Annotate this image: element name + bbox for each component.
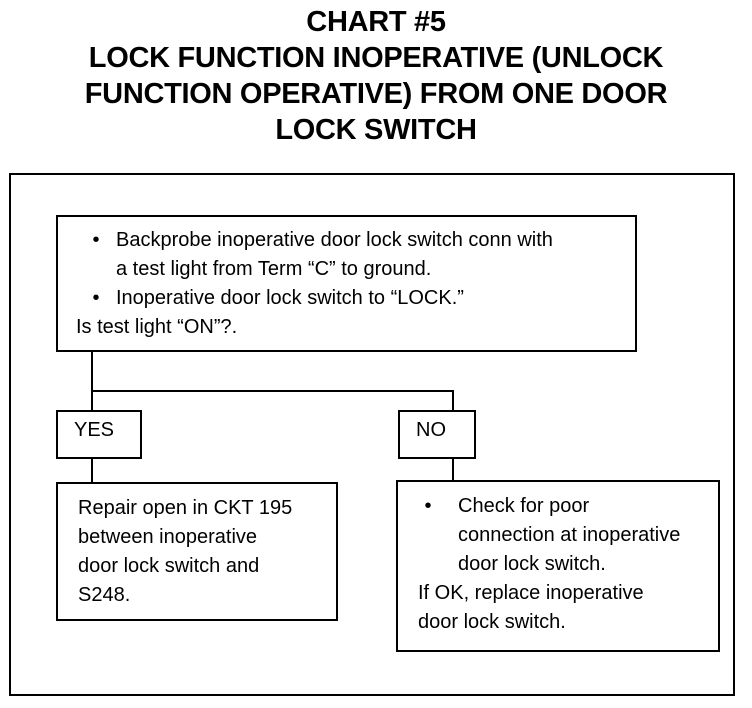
bullet-icon: • bbox=[424, 495, 432, 517]
no-result-line-3: door lock switch. bbox=[418, 611, 566, 633]
title-line-4: LOCK SWITCH bbox=[275, 114, 477, 146]
decision-step-1-cont: a test light from Term “C” to ground. bbox=[76, 255, 635, 284]
connector-horizontal bbox=[91, 390, 454, 392]
no-result-step-1-text-a: Check for poor bbox=[458, 495, 590, 517]
diagram-frame bbox=[9, 173, 735, 696]
decision-step-1: • Backprobe inoperative door lock switch… bbox=[76, 226, 635, 255]
no-label: NO bbox=[398, 410, 476, 459]
no-result-line-2: If OK, replace inoperative bbox=[418, 582, 644, 604]
yes-result-line-4: S248. bbox=[78, 584, 131, 606]
yes-result-box: Repair open in CKT 195 between inoperati… bbox=[56, 482, 338, 621]
connector-top-down bbox=[91, 350, 93, 392]
decision-step-1-text-a: Backprobe inoperative door lock switch c… bbox=[116, 229, 553, 251]
title-line-1: CHART #5 bbox=[306, 6, 446, 38]
connector-no-down bbox=[452, 390, 454, 412]
yes-label: YES bbox=[56, 410, 142, 459]
bullet-icon: • bbox=[92, 229, 100, 251]
no-result-step-1-text-c: door lock switch. bbox=[458, 553, 606, 575]
title-line-2: LOCK FUNCTION INOPERATIVE (UNLOCK bbox=[88, 42, 664, 74]
no-result-step-1-text-b: connection at inoperative bbox=[458, 524, 681, 546]
no-result-step-1: • Check for poor bbox=[398, 492, 718, 521]
connector-yes-down bbox=[91, 390, 93, 412]
decision-step-2: • Inoperative door lock switch to “LOCK.… bbox=[76, 284, 635, 313]
yes-result-line-3: door lock switch and bbox=[78, 555, 260, 577]
no-result-box: • Check for poor connection at inoperati… bbox=[396, 480, 720, 652]
connector-yes-to-box bbox=[91, 457, 93, 484]
no-result-step-1-cont-a: connection at inoperative bbox=[398, 521, 718, 550]
yes-result-line-2: between inoperative bbox=[78, 526, 258, 548]
title-line-3: FUNCTION OPERATIVE) FROM ONE DOOR bbox=[84, 78, 668, 110]
chart-title: CHART #5 LOCK FUNCTION INOPERATIVE (UNLO… bbox=[0, 4, 752, 148]
decision-step-1-text-b: a test light from Term “C” to ground. bbox=[116, 258, 432, 280]
yes-result-line-1: Repair open in CKT 195 bbox=[78, 497, 293, 519]
no-result-step-1-cont-b: door lock switch. bbox=[398, 550, 718, 579]
decision-question: Is test light “ON”?. bbox=[76, 316, 238, 338]
connector-no-to-box bbox=[452, 457, 454, 484]
bullet-icon: • bbox=[92, 287, 100, 309]
decision-step-2-text: Inoperative door lock switch to “LOCK.” bbox=[116, 287, 464, 309]
decision-box: • Backprobe inoperative door lock switch… bbox=[56, 215, 637, 352]
